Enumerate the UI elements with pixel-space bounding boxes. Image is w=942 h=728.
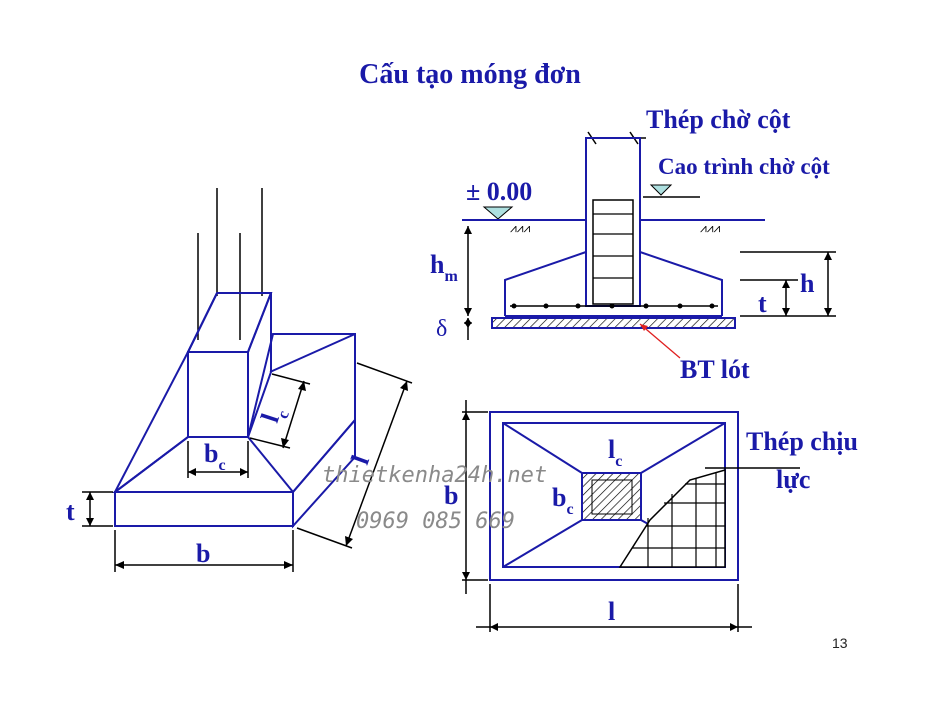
rebar-mesh — [632, 472, 725, 567]
watermark-phone: 0969 085 669 — [356, 509, 515, 534]
isometric-footing-view: t b bc lc l — [66, 188, 413, 572]
hm-label: hm — [430, 250, 458, 285]
iso-lc-label: lc — [255, 403, 293, 427]
plan-b-label: b — [444, 481, 458, 510]
main-rebar-label-line2: lực — [776, 465, 810, 494]
soil-hatch-right: ⩘⩘⩘ — [700, 221, 721, 235]
column-rebar-label: Thép chờ cột — [646, 105, 791, 134]
main-rebar-label-line1: Thép chịu — [746, 427, 858, 456]
lean-concrete-label: BT lót — [680, 355, 750, 384]
watermark-site: thietkenha24h.net — [322, 463, 547, 488]
ground-level-label: ± 0.00 — [466, 177, 532, 206]
rebar-dots — [511, 303, 715, 309]
plan-l-label: l — [608, 597, 615, 626]
plan-footing-view: lc bc Thép chịu lực b l — [444, 400, 858, 632]
t-label: t — [758, 289, 767, 318]
diagram-title: Cấu tạo móng đơn — [359, 59, 581, 90]
page-number: 13 — [832, 635, 848, 651]
delta-label: δ — [436, 316, 447, 342]
soil-hatch-left: ⩘⩘⩘ — [510, 221, 531, 235]
plan-lc-label: lc — [608, 435, 622, 470]
iso-t-label: t — [66, 497, 75, 526]
column-level-label: Cao trình chờ cột — [658, 154, 830, 179]
iso-b-label: b — [196, 539, 210, 568]
plan-bc-label: bc — [552, 483, 574, 518]
section-footing-view: Thép chờ cột Cao trình chờ cột ± 0.00 ⩘⩘… — [430, 105, 836, 384]
iso-bc-label: bc — [204, 439, 226, 474]
h-label: h — [800, 269, 815, 298]
